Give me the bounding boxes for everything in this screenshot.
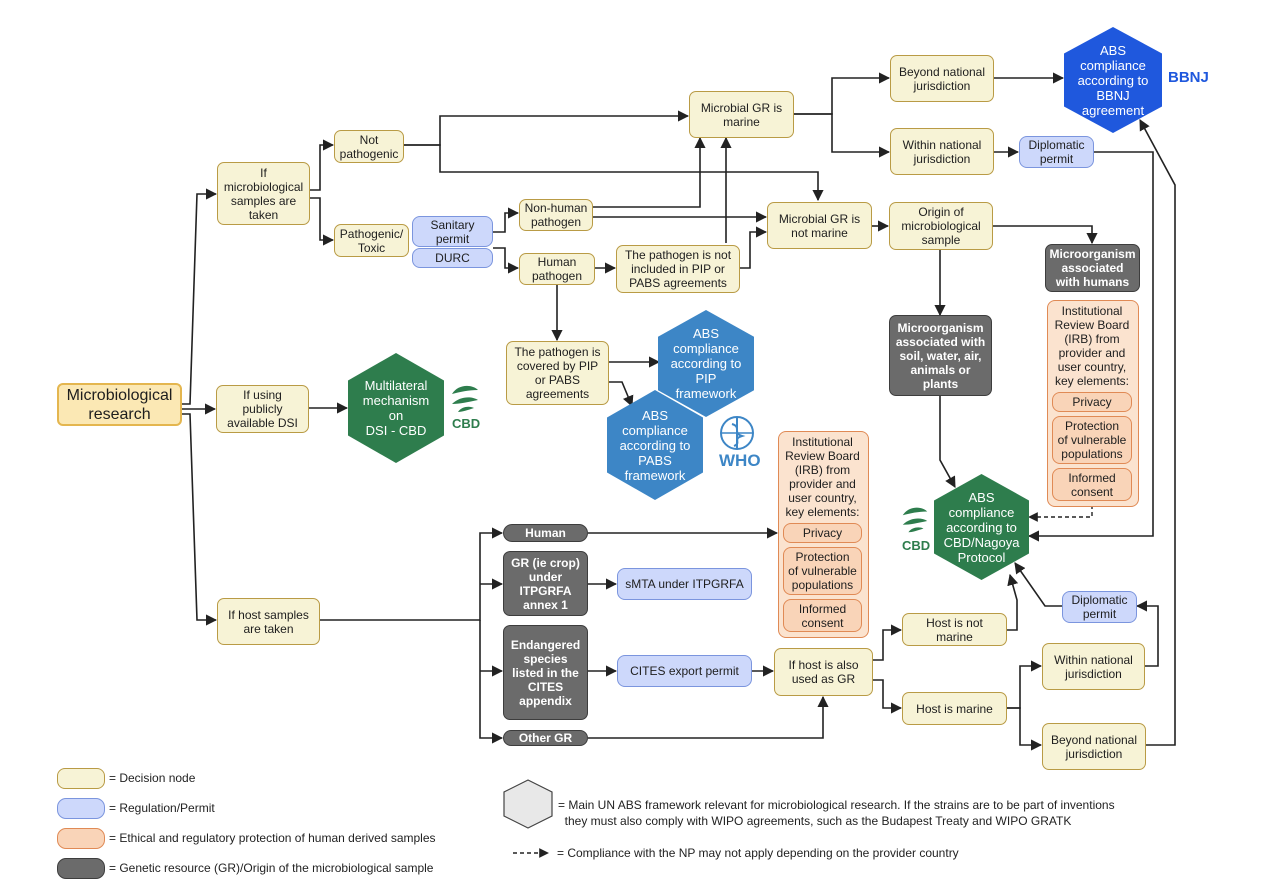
node-beyond-nj-bottom: Beyond national jurisdiction	[1042, 723, 1146, 770]
node-origin-sample: Origin of microbiological sample	[889, 202, 993, 250]
edge-origin-humans	[993, 225, 1098, 245]
edge-marine-within	[794, 113, 891, 158]
hex-multilateral-dsi: Multilateral mechanism on DSI - CBD	[348, 353, 444, 463]
legend-label-genetic: = Genetic resource (GR)/Origin of the mi…	[109, 861, 434, 875]
legend-swatch-decision	[57, 768, 105, 789]
edge-root-samples	[182, 188, 218, 405]
node-durc: DURC	[412, 248, 493, 268]
edge-notpip-notmarine	[740, 226, 768, 269]
who-label: WHO	[719, 451, 761, 470]
legend-label-framework: = Main UN ABS framework relevant for mic…	[558, 798, 1115, 828]
legend-swatch-ethical	[57, 828, 105, 849]
edge-nonhuman-marine	[593, 136, 706, 208]
irb-center-consent: Informed consent	[783, 599, 862, 632]
edge-root-host	[182, 413, 218, 626]
node-microbial-marine: Microbial GR is marine	[689, 91, 794, 138]
cbd-logo-icon-2	[899, 503, 931, 542]
edge-hostnotmarine-cbd	[1007, 573, 1019, 631]
node-diplomatic-permit-top: Diplomatic permit	[1019, 136, 1094, 168]
edge-samples-path	[310, 197, 335, 246]
cbd-label-1: CBD	[452, 416, 481, 431]
node-within-nj-bottom: Within national jurisdiction	[1042, 643, 1145, 690]
irb-right-title: Institutional Review Board (IRB) from pr…	[1054, 304, 1130, 388]
edge-dipl-bottom-cbd	[1014, 562, 1062, 607]
node-endangered: Endangered species listed in the CITES a…	[503, 625, 588, 720]
edge-diplomatic-cbd	[1027, 151, 1154, 542]
edge-notpath-marine	[404, 110, 690, 146]
irb-right-consent: Informed consent	[1052, 468, 1132, 501]
cbd-label-2: CBD	[902, 538, 931, 553]
node-beyond-nj-top: Beyond national jurisdiction	[890, 55, 994, 102]
node-host-not-marine: Host is not marine	[902, 613, 1007, 646]
node-if-samples-taken: If microbiological samples are taken	[217, 162, 310, 225]
node-covered-by-pip: The pathogen is covered by PIP or PABS a…	[506, 341, 609, 405]
edge-hostmarine-within	[1007, 660, 1043, 709]
edge-host-other	[479, 620, 504, 744]
edge-samples-notpath	[310, 139, 335, 191]
edge-sanitary-human	[493, 247, 520, 274]
node-not-pathogenic: Not pathogenic	[334, 130, 404, 163]
edge-beyond-bottom-bbnj	[1139, 119, 1176, 746]
node-smta: sMTA under ITPGRFA	[617, 568, 752, 600]
node-micro-soil: Microorganism associated with soil, wate…	[889, 315, 992, 396]
edge-marine-beyond	[794, 72, 891, 115]
node-diplomatic-permit-bottom: Diplomatic permit	[1062, 591, 1137, 623]
node-host-also-gr: If host is also used as GR	[774, 648, 873, 696]
edge-within-dipl-bottom	[1135, 600, 1159, 667]
node-cites-permit: CITES export permit	[617, 655, 752, 687]
legend-hex-shape	[503, 779, 553, 829]
node-microbial-not-marine: Microbial GR is not marine	[767, 202, 872, 249]
irb-center-privacy: Privacy	[783, 523, 862, 543]
hex-abs-bbnj: ABS compliance according to BBNJ agreeme…	[1064, 27, 1162, 133]
irb-right-privacy: Privacy	[1052, 392, 1132, 412]
node-micro-humans: Microorganism associated with humans	[1045, 244, 1140, 292]
node-host-marine: Host is marine	[902, 692, 1007, 725]
legend-label-regulation: = Regulation/Permit	[109, 801, 215, 815]
node-human: Human	[503, 524, 588, 542]
node-non-human-pathogen: Non-human pathogen	[519, 199, 593, 231]
node-if-using-dsi: If using publicly available DSI	[216, 385, 309, 433]
node-within-nj-top: Within national jurisdiction	[890, 128, 994, 175]
irb-right-protection: Protection of vulnerable populations	[1052, 416, 1132, 464]
node-human-pathogen: Human pathogen	[519, 253, 595, 285]
edge-hostmarine-beyond	[1007, 707, 1043, 751]
edge-sanitary-nonhuman	[493, 207, 520, 233]
node-gr-crop: GR (ie crop) under ITPGRFA annex 1	[503, 551, 588, 616]
edge-hostgr-marine	[873, 679, 903, 714]
legend-swatch-genetic	[57, 858, 105, 879]
edge-notpath-notmarine	[404, 144, 824, 202]
legend-label-decision: = Decision node	[109, 771, 196, 785]
node-microbiological-research: Microbiological research	[57, 383, 182, 426]
legend-swatch-regulation	[57, 798, 105, 819]
edge-other-hostgr	[588, 695, 829, 739]
legend-label-ethical: = Ethical and regulatory protection of h…	[109, 831, 436, 845]
node-sanitary-permit: Sanitary permit	[412, 216, 493, 247]
legend-label-dashed: = Compliance with the NP may not apply d…	[557, 846, 959, 860]
edge-soil-cbd	[939, 396, 956, 488]
bbnj-label: BBNJ	[1168, 69, 1209, 86]
irb-center-protection: Protection of vulnerable populations	[783, 547, 862, 595]
irb-center-title: Institutional Review Board (IRB) from pr…	[785, 435, 860, 519]
node-not-in-pip: The pathogen is not included in PIP or P…	[616, 245, 740, 293]
node-if-host-samples: If host samples are taken	[217, 598, 320, 645]
cbd-logo-icon	[448, 382, 482, 421]
hex-abs-pabs: ABS compliance according to PABS framewo…	[607, 390, 703, 500]
node-other-gr: Other GR	[503, 730, 588, 746]
edge-covered-pabs	[609, 381, 634, 408]
hex-abs-pip: ABS compliance according to PIP framewor…	[658, 310, 754, 417]
edge-irb-cbd-dashed	[1028, 505, 1093, 522]
node-pathogenic-toxic: Pathogenic/ Toxic	[334, 224, 409, 257]
edge-host-human	[320, 527, 504, 621]
edge-hostgr-notmarine	[873, 624, 903, 661]
who-emblem-icon	[714, 412, 760, 459]
